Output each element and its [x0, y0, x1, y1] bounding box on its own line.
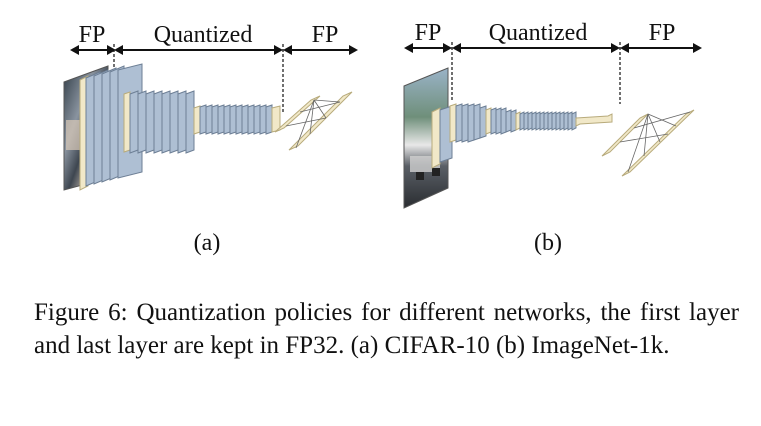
panel-b-quantized-label: Quantized — [489, 20, 588, 46]
panel-b-fp-left-label: FP — [415, 20, 442, 46]
panel-a-conv-block-3 — [193, 104, 281, 135]
panel-a-fp-left-arrow — [70, 45, 116, 55]
panel-b-fp-right-arrow — [620, 43, 702, 53]
panel-b-conv-block-3 — [515, 111, 577, 131]
panel-a-fp-right-arrow — [283, 45, 358, 55]
panel-b-first-conv — [439, 105, 453, 163]
panel-b-quantized-arrow — [452, 43, 620, 53]
panel-b-first-fp-layer — [431, 107, 441, 169]
panel-b-fp-left-arrow — [404, 43, 452, 53]
panel-b-sublabel: (b) — [534, 230, 562, 256]
panel-b-conv-block-1 — [449, 103, 487, 143]
network-diagram: FP Quantized FP — [63, 20, 702, 256]
panel-a-quantized-arrow — [114, 45, 283, 55]
panel-b-fp-right-label: FP — [649, 20, 676, 46]
panel-a: FP Quantized FP — [63, 22, 358, 256]
panel-b-conv-block-2 — [485, 107, 517, 135]
panel-a-fp-left-label: FP — [79, 22, 106, 48]
panel-b-fc-layers — [601, 109, 695, 177]
panel-b-flatten-layer — [575, 113, 613, 127]
panel-b: FP Quantized FP — [403, 20, 702, 256]
figure-caption: Figure 6: Quantization policies for diff… — [34, 299, 739, 359]
panel-a-conv-block-2 — [123, 90, 195, 154]
panel-a-quantized-label: Quantized — [154, 22, 253, 48]
panel-a-sublabel: (a) — [194, 230, 221, 256]
panel-a-fc-layers — [274, 91, 353, 151]
panel-a-fp-right-label: FP — [312, 22, 339, 48]
